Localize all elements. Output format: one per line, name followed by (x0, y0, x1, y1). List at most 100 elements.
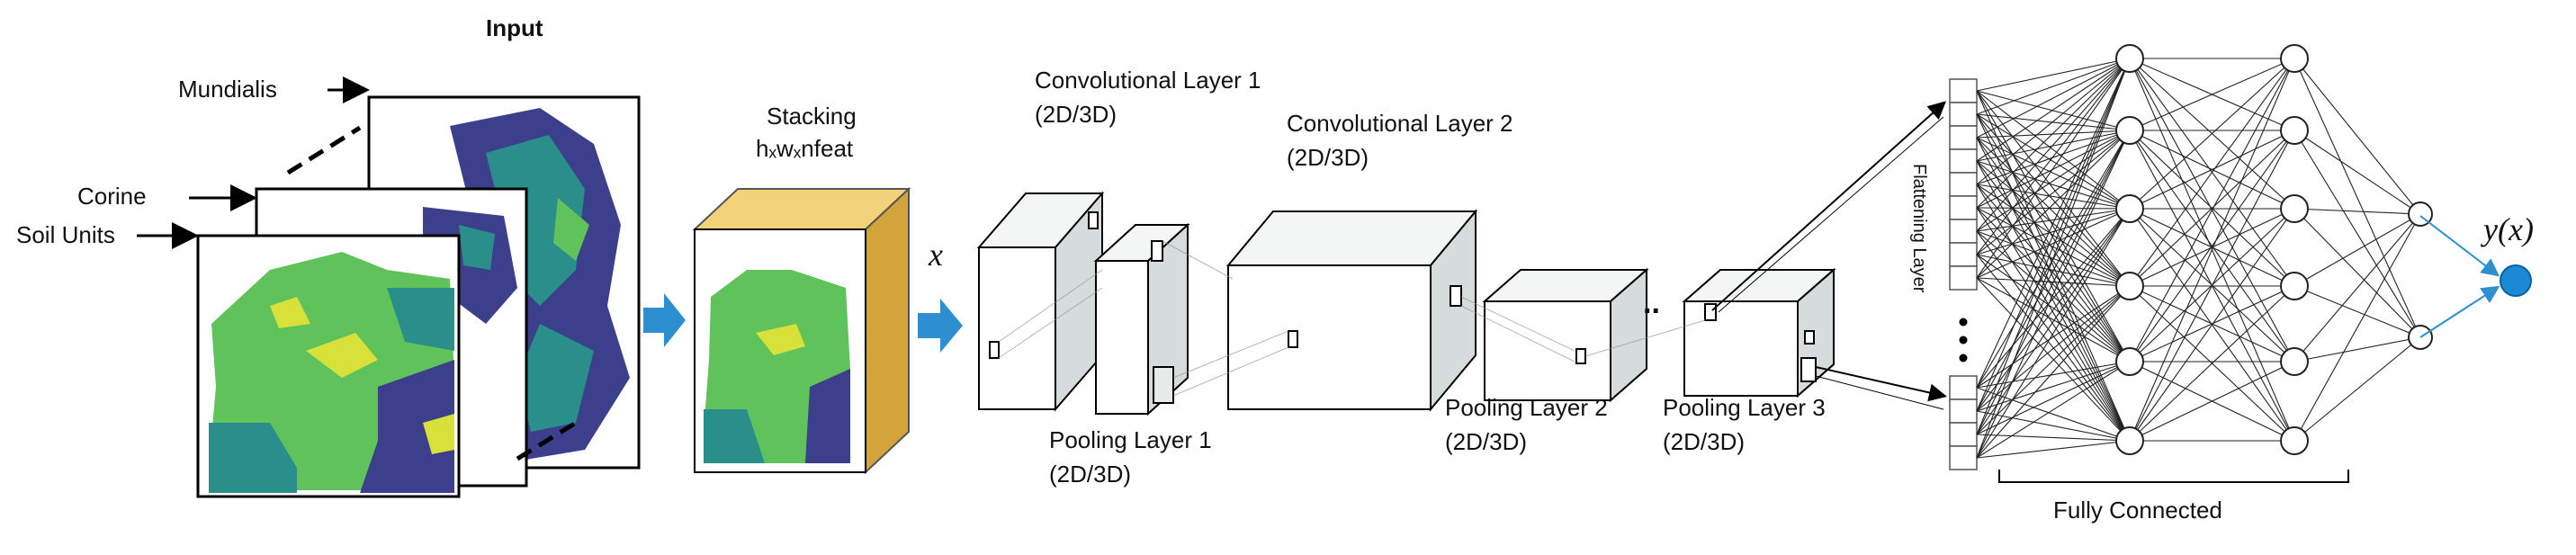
network-edge (2293, 130, 2421, 215)
flatten-cell (1949, 375, 1978, 400)
network-edge (1976, 58, 2131, 209)
network-edge (1976, 130, 2131, 162)
network-edge (1976, 208, 2131, 255)
network-edge (2293, 336, 2421, 363)
flow-arrow-1 (643, 293, 686, 347)
network-edge (2129, 58, 2295, 363)
flattening-layer-column (1949, 78, 1978, 470)
network-edge (1976, 440, 2131, 459)
stacking-dims: hₓwₓnfeat (756, 135, 854, 162)
pooling-layer-3-block (1682, 267, 1836, 398)
network-edge (2129, 285, 2295, 442)
network-edge (2129, 208, 2295, 442)
network-neuron (2280, 194, 2309, 223)
network-edge (1976, 207, 2131, 210)
pool1-dim: (2D/3D) (1049, 461, 1132, 488)
network-edge (1976, 130, 2131, 232)
network-edge (2293, 208, 2421, 338)
network-neuron (2115, 194, 2144, 223)
network-neuron (2115, 116, 2144, 145)
network-edge (1976, 113, 2131, 131)
stacking-title: Stacking (767, 103, 857, 130)
flatten-cell (1949, 422, 1978, 447)
fully-connected-bracket (1998, 470, 2349, 483)
flatten-ellipsis-dot (1959, 318, 1968, 327)
network-edge (1976, 58, 2131, 412)
network-edge (1976, 277, 2131, 363)
network-edge (1976, 208, 2131, 412)
network-edge (2129, 58, 2295, 131)
network-edge (2129, 285, 2295, 363)
network-edge (2293, 285, 2421, 338)
network-edge (1976, 58, 2131, 92)
network-neuron (2280, 426, 2309, 455)
network-edge (1976, 58, 2131, 185)
network-edge (1976, 58, 2131, 389)
network-edge (1976, 58, 2131, 459)
network-edge (1976, 361, 2131, 459)
flatten-cell (1949, 148, 1978, 174)
label-corine: Corine (77, 183, 147, 210)
pool1-name: Pooling Layer 1 (1049, 426, 1212, 453)
flatten-cell (1949, 102, 1978, 127)
network-edge (1976, 208, 2131, 279)
network-edge (2129, 208, 2295, 287)
network-edge (1976, 130, 2131, 139)
flatten-cell (1949, 219, 1978, 244)
flatten-cell (1949, 265, 1978, 291)
network-edge (1976, 160, 2131, 210)
fully-connected-label: Fully Connected (2053, 497, 2222, 524)
receptive-field-lines (998, 240, 1706, 397)
network-edge (1976, 90, 2131, 287)
output-label: y(x) (2483, 211, 2534, 247)
pool2-name: Pooling Layer 2 (1445, 394, 1608, 421)
network-edge (1976, 113, 2131, 287)
flattening-layer-label: Flattening Layer (1909, 164, 1929, 293)
output-node (2500, 264, 2532, 297)
network-edge (1976, 254, 2131, 363)
flatten-cell (1949, 398, 1978, 424)
network-neuron (2115, 426, 2144, 455)
network-edge (1976, 58, 2131, 115)
network-edge (1976, 130, 2131, 279)
network-edge (1976, 58, 2131, 232)
network-edge (2293, 213, 2421, 287)
layer-ellipsis: .. (1643, 286, 1660, 320)
network-edge (2293, 208, 2421, 215)
network-edge (1976, 184, 2131, 210)
flow-arrow-2 (918, 299, 963, 353)
network-edge (2293, 58, 2421, 338)
network-edge (1976, 130, 2131, 209)
network-edge (1976, 137, 2131, 363)
pool3-name: Pooling Layer 3 (1663, 394, 1826, 421)
input-map-soil-units (196, 234, 461, 498)
network-edge (1976, 58, 2131, 435)
network-edge (2129, 361, 2295, 442)
dash-bottom (516, 420, 578, 461)
network-neuron (2280, 116, 2309, 145)
network-edge (1976, 208, 2131, 459)
flatten-cell (1949, 172, 1978, 197)
network-neuron (2115, 44, 2144, 73)
conv-layer-2-block (1225, 209, 1478, 412)
network-neuron (2280, 44, 2309, 73)
pooling-layer-2-block (1482, 267, 1649, 403)
flatten-cell (1949, 78, 1978, 103)
network-edge (1976, 208, 2131, 232)
network-edge (1976, 434, 2131, 442)
flatten-ellipsis-dot (1959, 336, 1968, 345)
pool3-dim: (2D/3D) (1663, 428, 1746, 455)
network-edge (2293, 213, 2421, 363)
network-edge (1976, 285, 2131, 459)
network-edge (2293, 130, 2421, 338)
network-edge (1976, 137, 2131, 287)
network-edge (1976, 208, 2131, 389)
network-edge (1976, 361, 2131, 435)
network-edge (1976, 58, 2131, 279)
network-edge (1976, 58, 2131, 139)
flatten-cell (1949, 125, 1978, 150)
network-edge (2129, 130, 2295, 287)
conv2-name: Convolutional Layer 2 (1287, 110, 1513, 137)
network-edge (1976, 130, 2131, 412)
